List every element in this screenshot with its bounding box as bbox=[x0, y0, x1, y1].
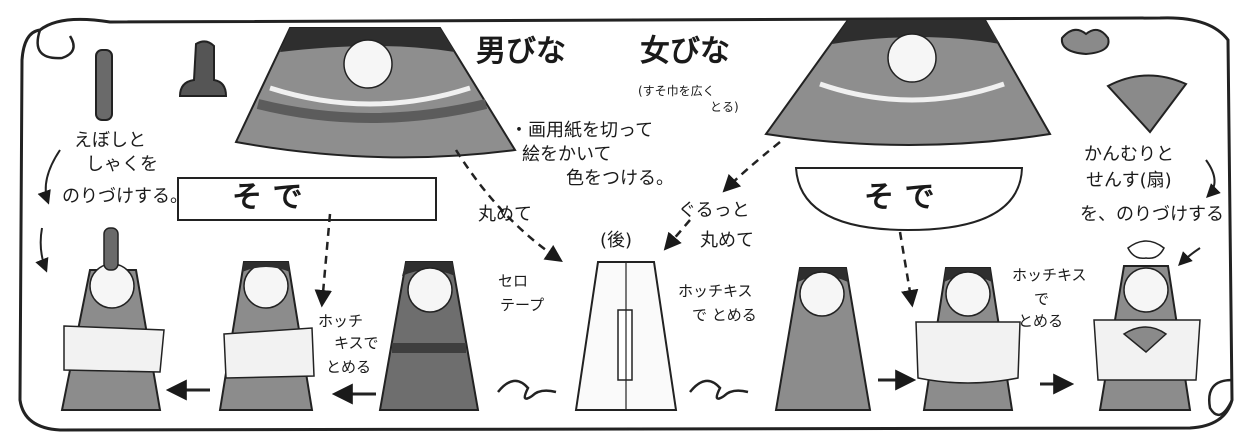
arrow-eboshi-paste-2 bbox=[35, 227, 49, 273]
arrow-eboshi-paste bbox=[37, 149, 61, 205]
female-paper-face bbox=[887, 33, 937, 83]
flow-loop-1 bbox=[497, 379, 557, 400]
male-doll-rolled bbox=[378, 261, 480, 411]
arrow-roll-back bbox=[663, 219, 691, 251]
note-kanmuri-1: かんむりと bbox=[1084, 144, 1174, 165]
note-stapler-right-2: で bbox=[1034, 290, 1050, 308]
male-doll-finished bbox=[60, 227, 165, 411]
kanmuri-icon bbox=[1060, 28, 1110, 56]
note-tape-1: セロ bbox=[498, 272, 529, 290]
scroll-curl-left bbox=[36, 29, 75, 60]
note-stapler-left-2: キスで bbox=[334, 334, 379, 352]
female-paper-fan bbox=[764, 19, 1052, 146]
note-tape-2: テープ bbox=[500, 296, 545, 314]
note-eboshi-2: しゃくを bbox=[86, 154, 158, 175]
note-back: (後) bbox=[600, 230, 633, 251]
female-doll-rolled bbox=[774, 267, 872, 411]
arrow-right-sleeve bbox=[898, 231, 919, 308]
right-sleeve-label: そ で bbox=[864, 180, 935, 215]
left-sleeve-strip bbox=[177, 177, 437, 221]
female-paper-hair bbox=[832, 20, 1000, 44]
female-doll-sleeves bbox=[915, 267, 1021, 411]
arrow-male-to-roll bbox=[454, 149, 563, 262]
left-sleeve-label: そ で bbox=[232, 180, 303, 215]
note-kanmuri-2: せんす(扇) bbox=[1086, 170, 1172, 191]
note-eboshi-1: えぼしと bbox=[74, 130, 146, 151]
male-paper-band bbox=[256, 99, 488, 123]
note-stapler-center-1: ホッチキス bbox=[678, 282, 753, 300]
female-paper-collar bbox=[819, 81, 1005, 103]
female-doll-finished bbox=[1093, 240, 1201, 411]
arrow-female-to-roll bbox=[722, 141, 781, 193]
note-stapler-left-1: ホッチ bbox=[318, 312, 364, 330]
note-roll-right-1: ぐるっと bbox=[678, 200, 750, 221]
female-hem-note-2: とる) bbox=[710, 100, 739, 114]
note-roll-left: 丸めて bbox=[478, 204, 532, 225]
right-sleeve-strip bbox=[794, 167, 1024, 232]
female-hem-note-1: (すそ巾を広く bbox=[638, 84, 715, 98]
male-doll-sleeves bbox=[218, 261, 315, 411]
note-stapler-right-3: とめる bbox=[1018, 312, 1064, 330]
flow-loop-2 bbox=[689, 379, 749, 400]
scroll-frame bbox=[18, 16, 1234, 432]
arrow-kanmuri-paste bbox=[1205, 159, 1221, 198]
note-stapler-center-2: で とめる bbox=[692, 306, 757, 324]
male-paper-face bbox=[343, 39, 393, 89]
note-eboshi-3: のりづけする。 bbox=[62, 186, 188, 207]
shaku-icon bbox=[95, 49, 113, 121]
sensu-icon bbox=[1106, 74, 1188, 134]
arrow-kanmuri-paste-2 bbox=[1178, 247, 1201, 266]
note-paper-3: 色をつける。 bbox=[566, 168, 674, 189]
arrow-left-sleeve bbox=[314, 213, 332, 308]
back-view-cone bbox=[574, 261, 678, 411]
note-stapler-right-1: ホッチキス bbox=[1012, 266, 1087, 284]
scroll-curl-right bbox=[1208, 378, 1234, 417]
male-paper-fan bbox=[234, 27, 517, 159]
note-kanmuri-3: を、のりづけする bbox=[1080, 204, 1224, 225]
male-paper-collar bbox=[269, 85, 471, 107]
male-hina-title: 男びな bbox=[476, 34, 566, 69]
female-hina-title: 女びな bbox=[640, 34, 730, 69]
note-paper-1: ・画用紙を切って bbox=[510, 120, 654, 141]
note-roll-right-2: 丸めて bbox=[700, 230, 754, 251]
note-paper-2: 絵をかいて bbox=[522, 144, 612, 165]
eboshi-icon bbox=[178, 40, 228, 97]
note-stapler-left-3: とめる bbox=[326, 358, 372, 376]
